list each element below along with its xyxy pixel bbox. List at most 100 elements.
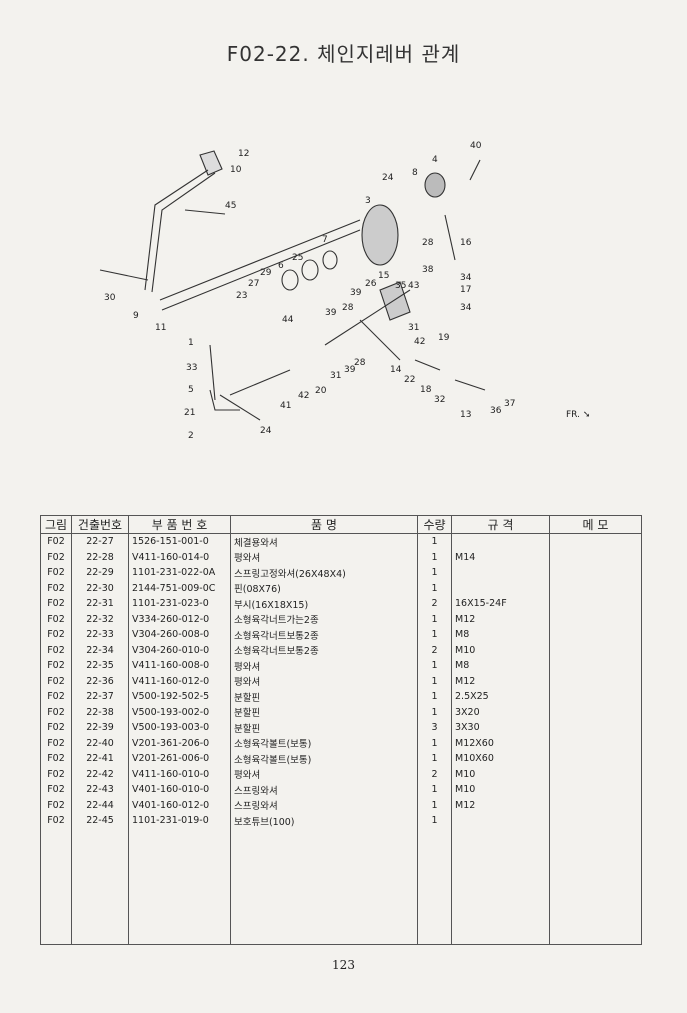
cell-part: V401-160-012-0 bbox=[128, 797, 231, 813]
cell-name: 평와셔 bbox=[230, 549, 418, 565]
page-number: 123 bbox=[332, 958, 355, 972]
arrow-icon: ➘ bbox=[582, 410, 591, 420]
cell-fig: F02 bbox=[40, 782, 72, 798]
cell-part: 1101-231-019-0 bbox=[128, 813, 231, 829]
callout-8: 8 bbox=[412, 168, 418, 178]
cell-qty: 1 bbox=[417, 549, 452, 565]
cell-qty: 2 bbox=[417, 642, 452, 658]
col-header-ref: 건출번호 bbox=[71, 515, 129, 534]
callout-27: 27 bbox=[248, 279, 259, 289]
callout-15: 15 bbox=[378, 271, 389, 281]
cell-name: 체결용와셔 bbox=[230, 533, 418, 550]
callout-37: 37 bbox=[504, 399, 515, 409]
callout-42: 42 bbox=[298, 391, 309, 401]
cell-qty: 2 bbox=[417, 766, 452, 782]
callout-31: 31 bbox=[408, 323, 419, 333]
callout-16: 16 bbox=[460, 238, 472, 248]
cell-name: 부시(16X18X15) bbox=[230, 596, 418, 612]
col-header-fig: 그림 bbox=[40, 515, 72, 534]
cell-spec: M14 bbox=[451, 549, 550, 565]
cell-part: V411-160-010-0 bbox=[128, 766, 231, 782]
cell-qty: 1 bbox=[417, 580, 452, 596]
col-header-memo: 메 모 bbox=[549, 515, 642, 534]
callout-34b: 34 bbox=[460, 303, 472, 313]
cell-memo bbox=[549, 596, 642, 612]
cell-fig: F02 bbox=[40, 565, 72, 581]
cell-qty: 1 bbox=[417, 658, 452, 674]
callout-12: 12 bbox=[238, 149, 249, 159]
callout-26: 26 bbox=[365, 279, 377, 289]
cell-part: V201-361-206-0 bbox=[128, 735, 231, 751]
cell-spec: M8 bbox=[451, 658, 550, 674]
callout-32: 32 bbox=[434, 395, 445, 405]
cell-spec: M12X60 bbox=[451, 735, 550, 751]
cell-part: 2144-751-009-0C bbox=[128, 580, 231, 596]
cell-spec: M12 bbox=[451, 673, 550, 689]
callout-1: 1 bbox=[188, 338, 194, 348]
cell-spec: 16X15-24F bbox=[451, 596, 550, 612]
cell-ref: 22-40 bbox=[71, 735, 129, 751]
col-header-spec: 규 격 bbox=[451, 515, 550, 534]
cell-ref: 22-39 bbox=[71, 720, 129, 736]
cell-qty: 1 bbox=[417, 611, 452, 627]
col-header-name: 품 명 bbox=[230, 515, 418, 534]
cell-ref: 22-28 bbox=[71, 549, 129, 565]
callout-7: 7 bbox=[322, 235, 328, 245]
cell-qty: 1 bbox=[417, 735, 452, 751]
cell-name: 소형육각너트보통2종 bbox=[230, 642, 418, 658]
callout-39: 39 bbox=[350, 288, 362, 298]
col-header-part-no: 부 품 번 호 bbox=[128, 515, 231, 534]
cell-part: V334-260-012-0 bbox=[128, 611, 231, 627]
cell-name: 스프링고정와셔(26X48X4) bbox=[230, 565, 418, 581]
cell-spec: M10 bbox=[451, 782, 550, 798]
callout-44: 44 bbox=[282, 315, 294, 325]
cell-part: V500-193-002-0 bbox=[128, 704, 231, 720]
callout-13: 13 bbox=[460, 410, 471, 420]
cell-memo bbox=[549, 565, 642, 581]
cell-ref: 22-43 bbox=[71, 782, 129, 798]
cell-part: 1526-151-001-0 bbox=[128, 533, 231, 550]
cell-memo bbox=[549, 533, 642, 550]
callout-3: 3 bbox=[365, 196, 371, 206]
cell-part: V304-260-008-0 bbox=[128, 627, 231, 643]
front-direction-label: FR. ➘ bbox=[566, 410, 591, 420]
callout-41: 41 bbox=[280, 401, 291, 411]
callout-43: 43 bbox=[408, 281, 419, 291]
cell-part: V304-260-010-0 bbox=[128, 642, 231, 658]
cell-qty: 1 bbox=[417, 689, 452, 705]
cell-part: V411-160-014-0 bbox=[128, 549, 231, 565]
cell-spec: 3X20 bbox=[451, 704, 550, 720]
cell-ref: 22-45 bbox=[71, 813, 129, 829]
cell-fig: F02 bbox=[40, 673, 72, 689]
cell-fig: F02 bbox=[40, 704, 72, 720]
cell-ref: 22-36 bbox=[71, 673, 129, 689]
cell-fig: F02 bbox=[40, 627, 72, 643]
cell-name: 핀(08X76) bbox=[230, 580, 418, 596]
callout-45: 45 bbox=[225, 201, 236, 211]
callout-2: 2 bbox=[188, 431, 194, 441]
callout-35: 35 bbox=[395, 281, 406, 291]
callout-10: 10 bbox=[230, 165, 242, 175]
cell-name: 보호튜브(100) bbox=[230, 813, 418, 829]
callout-42b: 42 bbox=[414, 337, 425, 347]
cell-fig: F02 bbox=[40, 596, 72, 612]
cell-ref: 22-31 bbox=[71, 596, 129, 612]
cell-spec: M10 bbox=[451, 766, 550, 782]
cell-name: 평와셔 bbox=[230, 766, 418, 782]
cell-spec: M10 bbox=[451, 642, 550, 658]
cell-name: 분할핀 bbox=[230, 720, 418, 736]
cell-spec: M10X60 bbox=[451, 751, 550, 767]
